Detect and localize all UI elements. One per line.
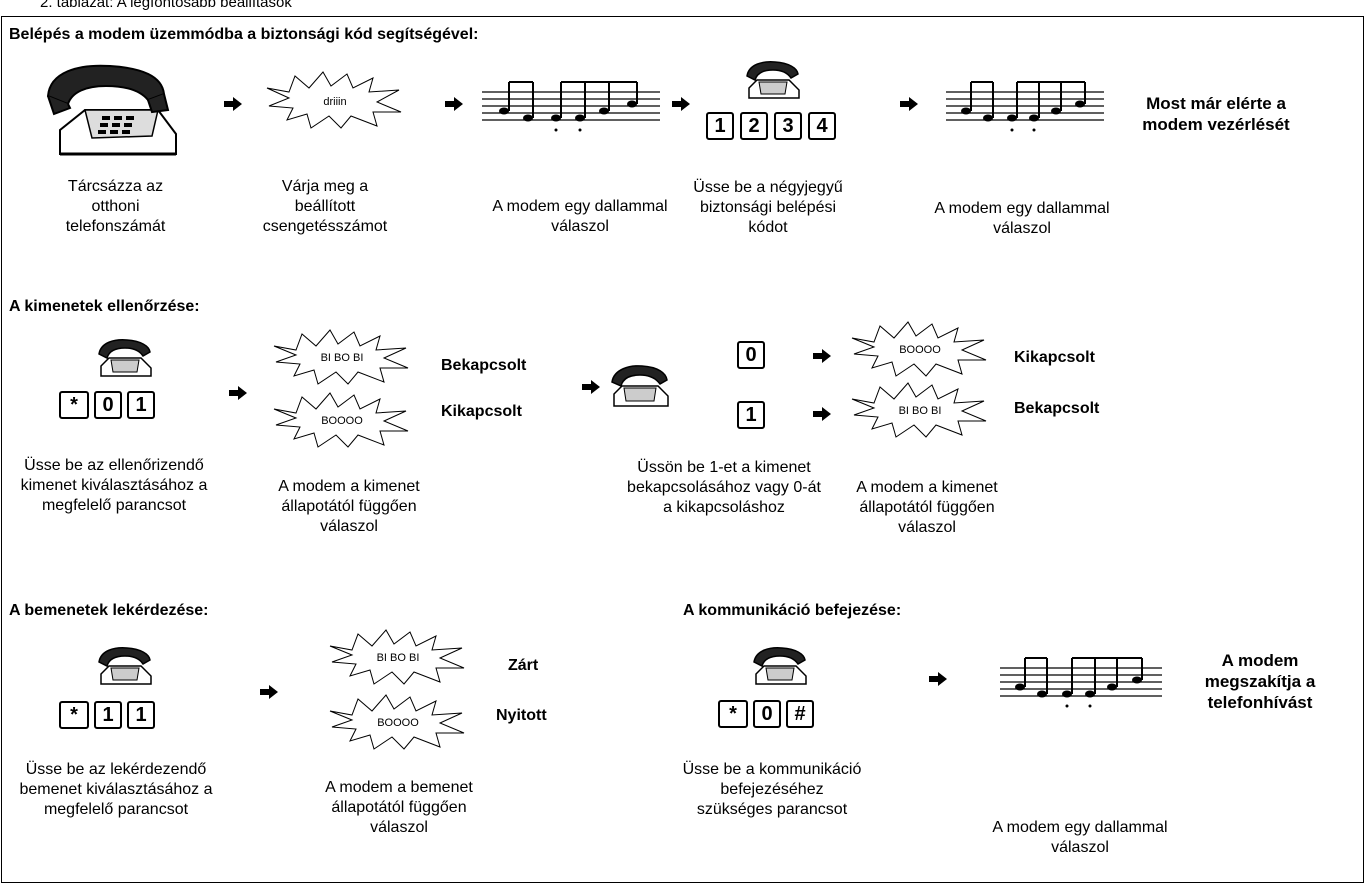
- key-1: 1: [737, 401, 765, 429]
- bibobi-sound-burst: BI BO BI: [273, 329, 409, 385]
- arrow-right-icon: [672, 97, 690, 111]
- login-step3-text: A modem egy dallammal válaszol: [492, 198, 668, 235]
- login-step2-text: Várja meg a beállított csengetésszámot: [262, 178, 388, 235]
- outputs-step4-text: A modem a kimenet állapotától függően vá…: [856, 479, 998, 536]
- key-0: 0: [94, 391, 122, 419]
- key-0: 0: [737, 341, 765, 369]
- key-2: 2: [740, 112, 768, 140]
- boooo-sound-text: BOOOO: [899, 344, 941, 356]
- outputs-step1-text: Üsse be az ellenőrizendő kimenet kiválas…: [20, 457, 208, 514]
- inputs-step2-text: A modem a bemenet állapotától függően vá…: [325, 779, 473, 836]
- table-caption: 2. táblázat: A legfontosabb beállítások: [40, 0, 292, 11]
- bibobi-sound-burst: BI BO BI: [851, 382, 987, 438]
- arrow-right-icon: [445, 97, 463, 111]
- section-title-outputs: A kimenetek ellenőrzése:: [9, 298, 200, 315]
- key-4: 4: [808, 112, 836, 140]
- key-1: 1: [94, 701, 122, 729]
- melody-staff-icon: [482, 81, 660, 132]
- section-title-login: Belépés a modem üzemmódba a biztonsági k…: [9, 26, 479, 43]
- login-result-text: Most már elérte a modem vezérlését: [1142, 94, 1290, 134]
- output-off-label: Kikapcsolt: [441, 403, 522, 420]
- desk-phone-icon: [46, 64, 177, 156]
- key-1: 1: [127, 701, 155, 729]
- arrow-right-icon: [582, 380, 600, 394]
- end-step1-text: Üsse be a kommunikáció befejezéséhez szü…: [682, 761, 862, 818]
- key-star: *: [59, 391, 89, 419]
- output-on-label: Bekapcsolt: [441, 357, 527, 374]
- end-step2-text: A modem egy dallammal válaszol: [992, 819, 1168, 856]
- arrow-right-icon: [260, 685, 278, 699]
- bibobi-sound-text: BI BO BI: [321, 352, 364, 364]
- outputs-step2-text: A modem a kimenet állapotától függően vá…: [278, 478, 420, 535]
- ring-sound-burst: driiin: [266, 71, 402, 129]
- section-title-inputs: A bemenetek lekérdezése:: [9, 602, 209, 619]
- arrow-right-icon: [929, 672, 947, 686]
- diagram-frame: [1, 16, 1364, 883]
- key-0: 0: [753, 700, 781, 728]
- key-hash: #: [786, 700, 814, 728]
- arrow-right-icon: [813, 349, 831, 363]
- melody-staff-icon: [946, 81, 1104, 132]
- boooo-sound-burst: BOOOO: [851, 321, 987, 377]
- arrow-right-icon: [813, 407, 831, 421]
- handset-phone-icon: [98, 647, 152, 685]
- input-closed-label: Zárt: [508, 657, 539, 674]
- section-title-end: A kommunikáció befejezése:: [683, 602, 902, 619]
- arrow-right-icon: [900, 97, 918, 111]
- key-3: 3: [774, 112, 802, 140]
- outputs-step3-text: Üssön be 1-et a kimenet bekapcsolásához …: [627, 459, 821, 516]
- arrow-right-icon: [224, 97, 242, 111]
- key-star: *: [718, 700, 748, 728]
- bibobi-sound-text: BI BO BI: [899, 405, 942, 417]
- handset-phone-icon: [98, 339, 152, 377]
- key-1: 1: [127, 391, 155, 419]
- login-step1-text: Tárcsázza az otthoni telefonszámát: [65, 178, 166, 235]
- login-step5-text: A modem egy dallammal válaszol: [934, 200, 1110, 237]
- ring-sound-text: driiin: [323, 96, 346, 108]
- inputs-step1-text: Üsse be az lekérdezendő bemenet kiválasz…: [19, 761, 213, 818]
- handset-phone-icon: [611, 365, 669, 407]
- bibobi-sound-burst: BI BO BI: [329, 629, 465, 685]
- bibobi-sound-text: BI BO BI: [377, 652, 420, 664]
- end-result-text: A modem megszakítja a telefonhívást: [1204, 651, 1316, 712]
- login-step4-text: Üsse be a négyjegyű biztonsági belépési …: [693, 179, 843, 236]
- handset-phone-icon: [753, 647, 807, 685]
- output-result-on-label: Bekapcsolt: [1014, 400, 1100, 417]
- boooo-sound-text: BOOOO: [321, 415, 363, 427]
- melody-staff-icon: [1000, 657, 1162, 708]
- handset-phone-icon: [746, 61, 800, 99]
- key-star: *: [59, 701, 89, 729]
- boooo-sound-text: BOOOO: [377, 717, 419, 729]
- boooo-sound-burst: BOOOO: [329, 694, 465, 750]
- input-open-label: Nyitott: [496, 707, 547, 724]
- boooo-sound-burst: BOOOO: [273, 392, 409, 448]
- key-1: 1: [706, 112, 734, 140]
- output-result-off-label: Kikapcsolt: [1014, 349, 1095, 366]
- arrow-right-icon: [229, 386, 247, 400]
